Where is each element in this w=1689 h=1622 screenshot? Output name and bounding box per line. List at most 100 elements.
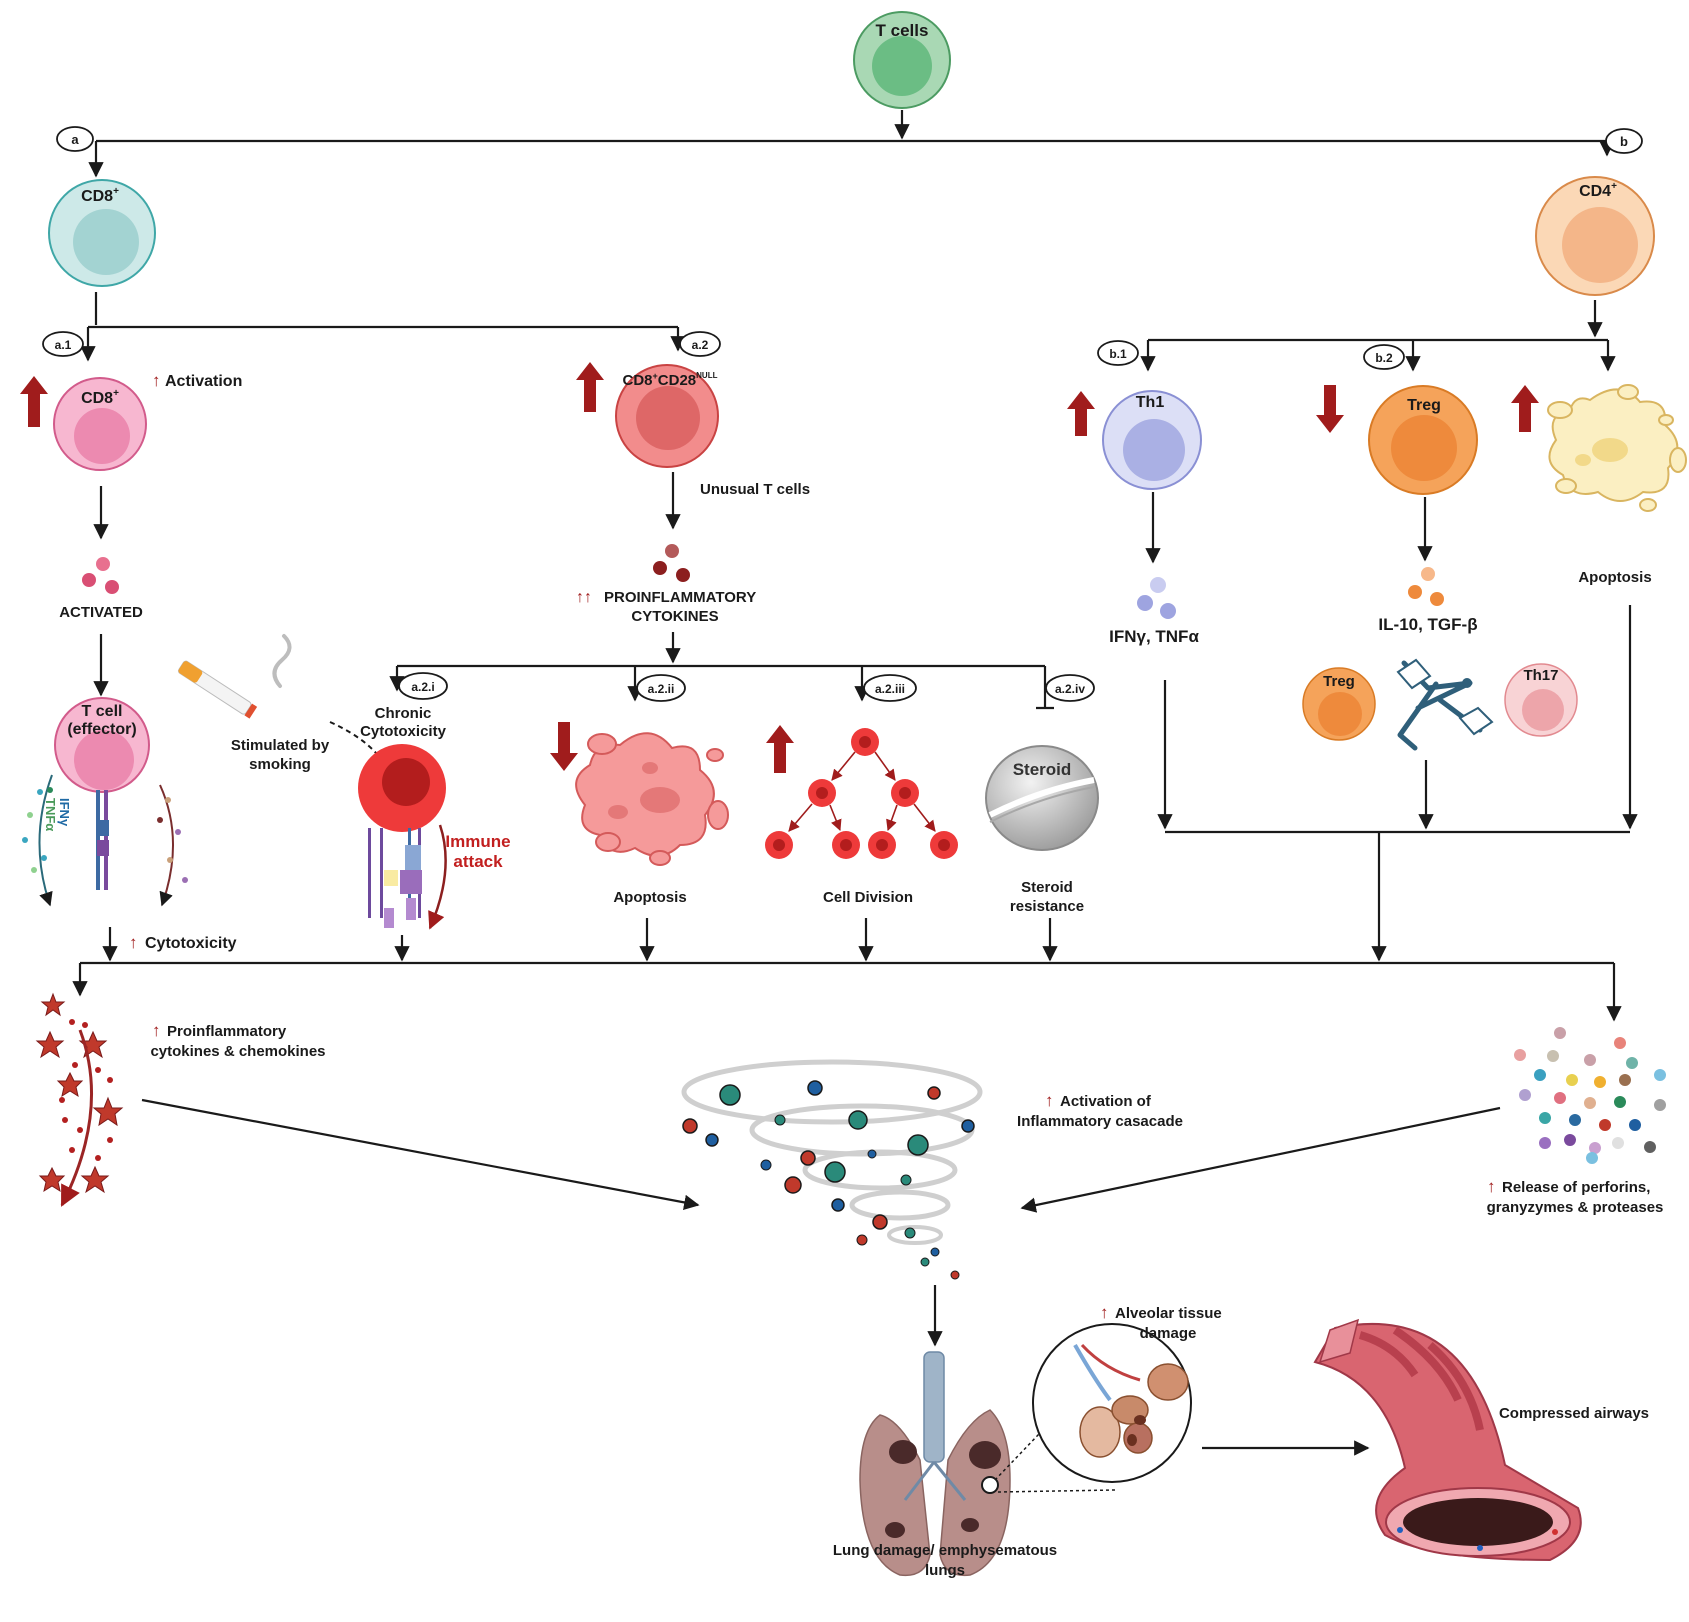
chemokine-dots [59, 1019, 113, 1161]
smoking-label-2: smoking [249, 756, 311, 773]
proinflam-label-1: PROINFLAMMATORY [604, 589, 756, 606]
lung-label-2: lungs [925, 1562, 965, 1579]
svg-text:a.2: a.2 [692, 338, 709, 352]
cd8-cell [48, 179, 156, 287]
badge-a2iv: a.2.iv [1045, 674, 1095, 702]
cd8-a1-cell [53, 377, 147, 471]
treg-small-label: Treg [1323, 673, 1355, 690]
svg-text:b.1: b.1 [1109, 347, 1127, 361]
svg-text:b.2: b.2 [1375, 351, 1393, 365]
svg-text:a.2.ii: a.2.ii [648, 682, 675, 696]
th1-label: Th1 [1136, 394, 1165, 411]
release-up-icon: ↑ [1487, 1177, 1496, 1196]
chronic-label-2: Cytotoxicity [360, 723, 447, 740]
badge-a: a [56, 126, 94, 152]
badge-a2ii: a.2.ii [636, 674, 686, 702]
steroid-resistance-label-2: resistance [1010, 898, 1084, 915]
chemokine-flow-arrow [60, 1029, 93, 1207]
badge-a1: a.1 [42, 331, 84, 357]
tcell-effector-cell [54, 697, 150, 890]
chemokines-stars-icon [35, 992, 124, 1194]
cytokine-release-icon [22, 774, 188, 907]
cascade-whirl-icon [681, 1059, 983, 1280]
cd8-label: CD8+ [81, 186, 119, 205]
svg-text:a.2.iii: a.2.iii [875, 682, 905, 696]
badge-a2: a.2 [679, 331, 721, 357]
chronic-label-1: Chronic [375, 705, 432, 722]
ifn-tnf-label: IFNγ, TNFα [1109, 627, 1199, 646]
cd4-label: CD4+ [1579, 181, 1617, 200]
svg-text:b: b [1620, 134, 1628, 149]
big-up-arrow-icon [766, 725, 794, 773]
release-label-1: Release of perforins, [1502, 1179, 1650, 1196]
tcells-cell [853, 11, 951, 109]
cd4-cell [1535, 176, 1655, 296]
steroid-resistance-label-1: Steroid [1021, 879, 1073, 896]
lungs-icon [859, 1351, 1011, 1577]
immune-attack-label-2: attack [453, 852, 503, 871]
chronic-cell [358, 744, 447, 930]
il10-label: IL-10, TGF-β [1378, 615, 1477, 634]
zoom-line [997, 1489, 1116, 1493]
connector [141, 1098, 700, 1210]
apoptosis-mid-label: Apoptosis [613, 889, 686, 906]
th1-cytokines-icon [1137, 577, 1176, 619]
big-up-arrow-icon [576, 362, 604, 412]
cascade-label-2: Inflammatory casacade [1017, 1113, 1183, 1130]
treg-label: Treg [1407, 397, 1441, 414]
svg-text:a: a [71, 132, 79, 147]
big-up-arrow-icon [1067, 391, 1095, 436]
prochem-label-1: Proinflammatory [167, 1023, 287, 1040]
svg-text:a.2.i: a.2.i [411, 680, 434, 694]
unusual-tcells-label: Unusual T cells [700, 481, 810, 498]
perforin-particles-icon [1514, 1027, 1666, 1164]
th1-cell [1102, 390, 1202, 490]
effector-label-2: (effector) [67, 721, 136, 738]
treg-cell [1368, 385, 1478, 495]
big-up-arrow-icon [20, 376, 48, 427]
signaling-tool-icon [1396, 658, 1494, 751]
cell-division-label: Cell Division [823, 889, 913, 906]
alveolar-label-1: Alveolar tissue [1115, 1305, 1222, 1322]
treg-small-cell [1302, 667, 1376, 741]
badge-a2i: a.2.i [398, 672, 448, 700]
cd8cd28null-cell [615, 364, 719, 468]
effector-label-1: T cell [82, 703, 123, 720]
svg-text:a.2.iv: a.2.iv [1055, 682, 1085, 696]
activation-up-icon: ↑ [152, 371, 161, 390]
prochem-up-icon: ↑ [152, 1021, 161, 1040]
th17-label: Th17 [1523, 667, 1558, 684]
big-down-arrow-icon [1316, 385, 1344, 433]
activation-label: Activation [165, 373, 242, 390]
cd8cd28null-label: CD8+CD28NULL [623, 371, 718, 389]
cd8-a1-label: CD8+ [81, 388, 119, 407]
airway-tube-icon [1313, 1318, 1582, 1562]
activated-particles-icon [82, 557, 119, 594]
apoptosis-right-label: Apoptosis [1578, 569, 1651, 586]
tcells-label: T cells [876, 21, 929, 40]
alveolar-label-2: damage [1140, 1325, 1197, 1342]
badge-a2iii: a.2.iii [863, 674, 917, 702]
big-up-arrow-icon [1511, 385, 1539, 432]
svg-text:a.1: a.1 [55, 338, 72, 352]
badge-b2: b.2 [1363, 344, 1405, 370]
steroid-pill-icon [985, 745, 1099, 851]
cytotoxicity-up-icon: ↑ [129, 933, 138, 952]
badge-b1: b.1 [1097, 340, 1139, 366]
steroid-pill-label: Steroid [1013, 760, 1072, 779]
cytotoxicity-label: Cytotoxicity [145, 935, 237, 952]
apoptosis-cell-right [1547, 384, 1687, 512]
cell-division-icon [765, 728, 958, 859]
proinflam-up-icon: ↑↑ [576, 589, 592, 606]
prochem-label-2: cytokines & chemokines [150, 1043, 325, 1060]
smoking-label-1: Stimulated by [231, 737, 330, 754]
alveolar-zoom-icon [1032, 1323, 1192, 1483]
cytokine-particles-icon [653, 544, 690, 582]
lung-label-1: Lung damage/ emphysematous [833, 1542, 1057, 1559]
connector [1020, 1106, 1501, 1213]
compressed-airways-label: Compressed airways [1499, 1405, 1649, 1422]
cascade-up-icon: ↑ [1045, 1091, 1054, 1110]
proinflam-label-2: CYTOKINES [631, 608, 718, 625]
immune-attack-label-1: Immune [445, 832, 510, 851]
